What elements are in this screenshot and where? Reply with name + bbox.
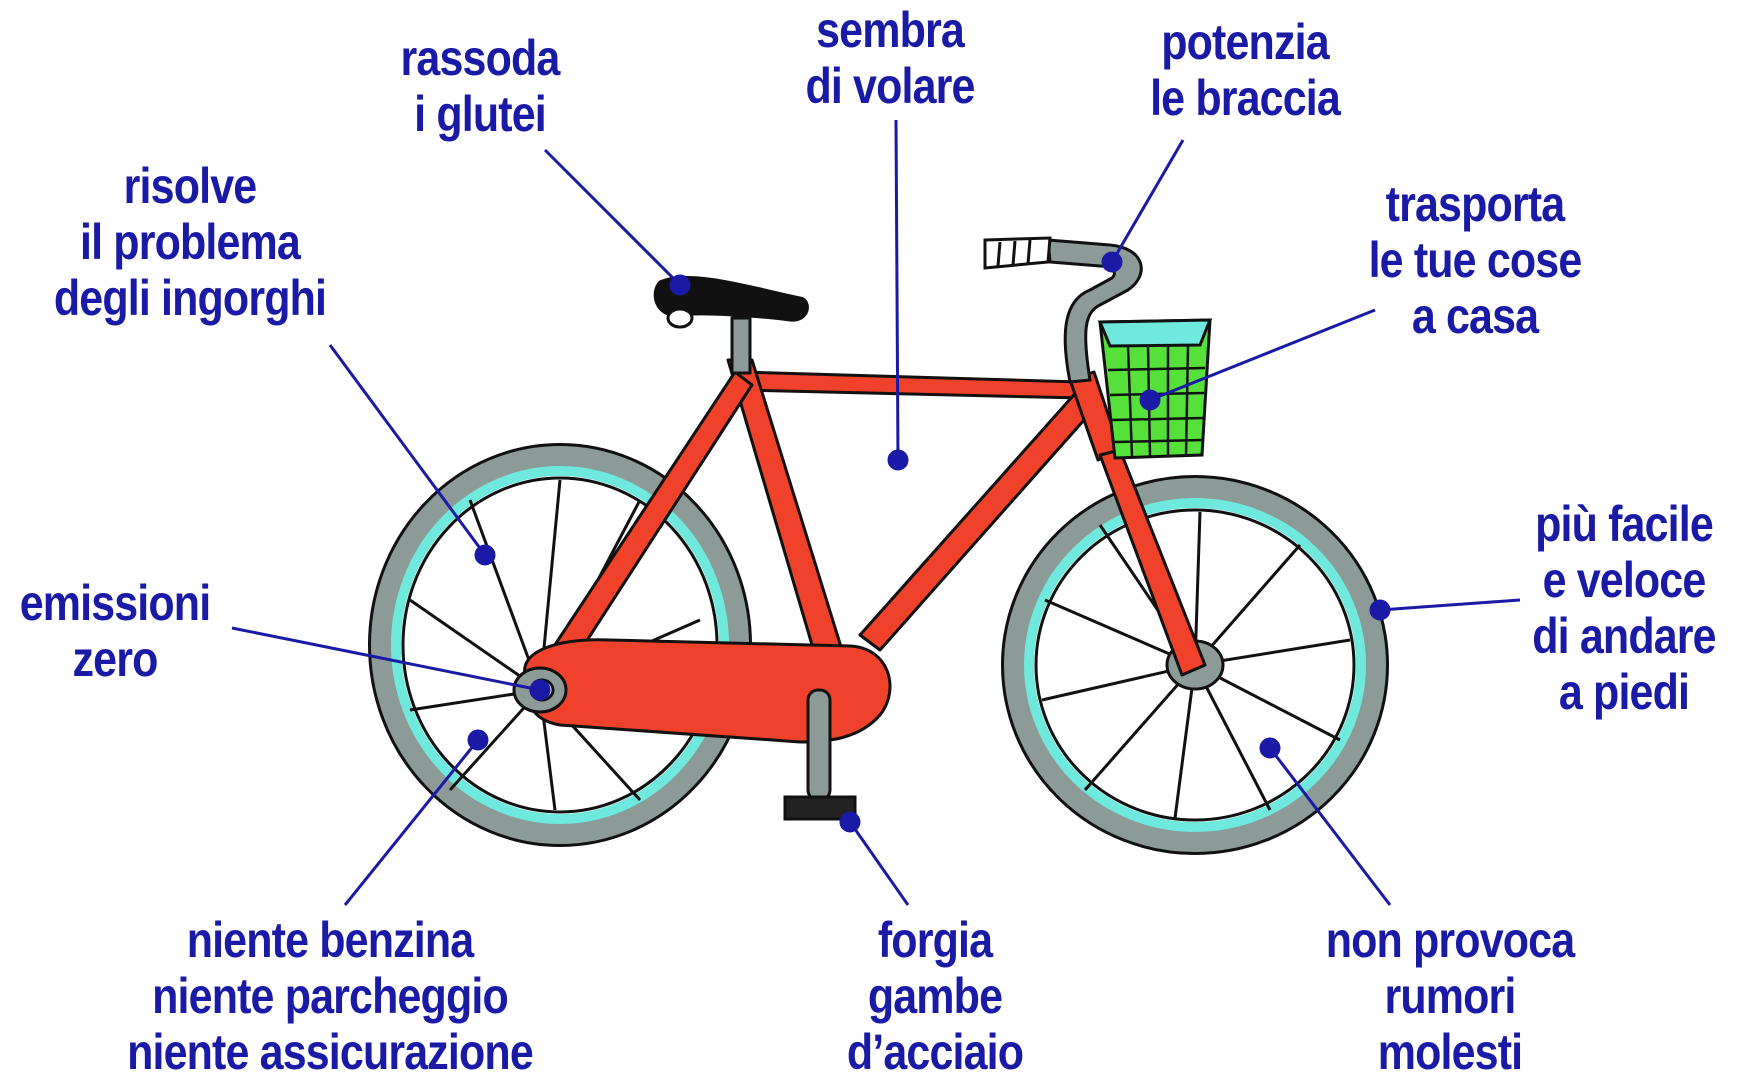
label-legs: forgia gambe d’acciaio [846, 912, 1024, 1080]
label-fly: sembra di volare [805, 2, 975, 114]
label-traffic: risolve il problema degli ingorghi [53, 158, 327, 326]
frame [523, 316, 1207, 744]
label-arms: potenzia le braccia [1150, 14, 1341, 126]
callout-lines [231, 119, 1521, 906]
label-walking: più facile e veloce di andare a piedi [1532, 496, 1716, 720]
crank-pedal [783, 688, 857, 821]
label-emissions: emissioni zero [19, 575, 211, 687]
basket [1097, 318, 1213, 460]
saddle [653, 275, 809, 329]
label-glutes: rassoda i glutei [400, 30, 561, 142]
label-carry: trasporta le tue cose a casa [1368, 176, 1583, 344]
label-noise: non provoca rumori molesti [1325, 912, 1575, 1080]
label-petrol: niente benzina niente parcheggio niente … [127, 912, 534, 1080]
handlebar [983, 236, 1143, 384]
